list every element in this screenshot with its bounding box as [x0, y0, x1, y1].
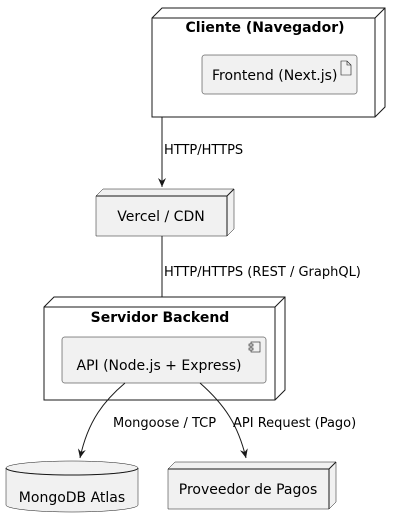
node-vercel-label: Vercel / CDN — [117, 209, 204, 225]
node-vercel-shape — [95, 188, 235, 237]
node-pagos-shape — [167, 461, 337, 510]
edge-api-pagos-label: API Request (Pago) — [233, 416, 356, 431]
database-mongodb: MongoDB Atlas — [5, 460, 139, 513]
edge-vercel-api-label: HTTP/HTTPS (REST / GraphQL) — [164, 265, 361, 280]
artifact-icon — [340, 60, 352, 76]
database-mongodb-rim — [5, 467, 139, 476]
node-cliente-title: Cliente (Navegador) — [186, 20, 345, 36]
edge-api-mongodb-line — [77, 382, 126, 459]
node-pagos: Proveedor de Pagos — [167, 461, 337, 510]
node-pagos-label: Proveedor de Pagos — [179, 482, 317, 498]
edge-cliente-vercel-label: HTTP/HTTPS — [164, 143, 243, 158]
database-mongodb-label: MongoDB Atlas — [19, 490, 125, 506]
node-backend-title: Servidor Backend — [91, 310, 230, 326]
node-cliente-3d-edges — [152, 7, 386, 117]
edge-api-mongodb-label: Mongoose / TCP — [113, 416, 216, 431]
component-icon — [248, 341, 261, 353]
database-mongodb-body — [5, 468, 139, 513]
edge-cliente-vercel: HTTP/HTTPS — [158, 117, 243, 187]
artifact-frontend-label: Frontend (Next.js) — [212, 68, 337, 84]
edge-api-pagos-line — [199, 382, 248, 459]
node-vercel-3d-edges — [96, 188, 235, 236]
component-api-label: API (Node.js + Express) — [77, 358, 242, 374]
node-backend-3d-edges — [44, 296, 286, 400]
edge-api-pagos: API Request (Pago) — [199, 382, 356, 459]
artifact-frontend: Frontend (Next.js) — [201, 54, 358, 95]
node-pagos-3d-edges — [168, 461, 337, 509]
edge-api-mongodb: Mongoose / TCP — [77, 382, 216, 459]
component-api: API (Node.js + Express) — [61, 336, 267, 384]
component-api-box — [61, 336, 267, 384]
artifact-frontend-box — [201, 54, 358, 95]
node-vercel: Vercel / CDN — [95, 188, 235, 237]
